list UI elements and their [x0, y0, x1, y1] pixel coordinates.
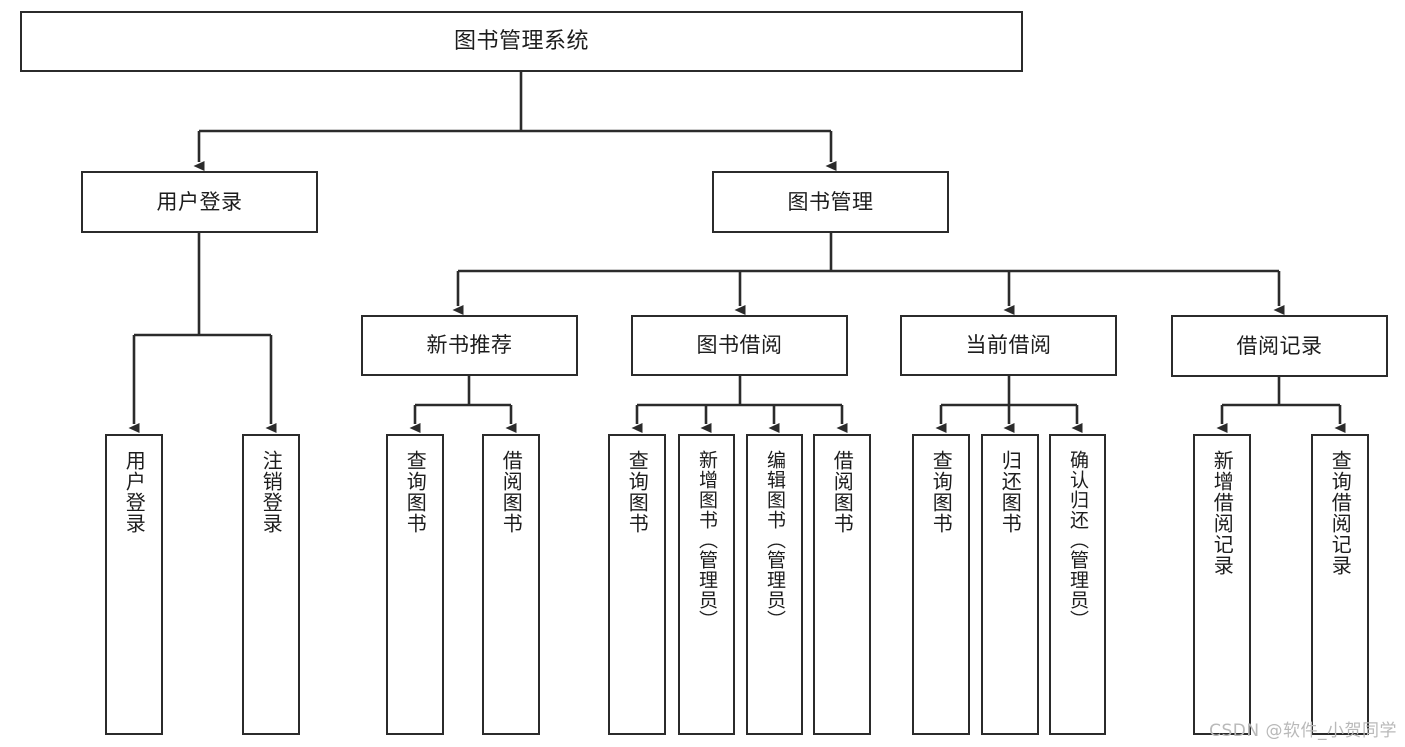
csdn-watermark: CSDN @软件_小贺同学 [1209, 721, 1397, 741]
node-label: 借阅图书 [830, 450, 855, 534]
node-label: 借阅记录 [1236, 333, 1323, 358]
node-borrow-record[interactable]: 借阅记录 [1171, 315, 1388, 377]
node-label: 注销登录 [259, 450, 284, 534]
node-label: 归还图书 [998, 450, 1023, 534]
node-label: 借阅图书 [499, 450, 524, 534]
node-label: 图书管理 [787, 189, 874, 214]
leaf-book-borrow-edit[interactable]: 编辑图书（管理员） [746, 434, 803, 735]
leaf-borrow-record-add[interactable]: 新增借阅记录 [1193, 434, 1251, 735]
node-label: 编辑图书（管理员） [764, 450, 787, 630]
node-label: 确认归还（管理员） [1067, 450, 1090, 630]
node-label: 查询借阅记录 [1328, 450, 1353, 576]
leaf-current-borrow-confirm-return[interactable]: 确认归还（管理员） [1049, 434, 1106, 735]
leaf-book-borrow-borrow[interactable]: 借阅图书 [813, 434, 871, 735]
node-label: 新增借阅记录 [1210, 450, 1235, 576]
leaf-book-borrow-add[interactable]: 新增图书（管理员） [678, 434, 735, 735]
leaf-new-book-borrow[interactable]: 借阅图书 [482, 434, 540, 735]
leaf-current-borrow-query[interactable]: 查询图书 [912, 434, 970, 735]
leaf-user-login-logout[interactable]: 注销登录 [242, 434, 300, 735]
node-book-borrow[interactable]: 图书借阅 [631, 315, 848, 376]
leaf-new-book-query[interactable]: 查询图书 [386, 434, 444, 735]
node-new-book-recommend[interactable]: 新书推荐 [361, 315, 578, 376]
node-label: 用户登录 [156, 189, 243, 214]
leaf-current-borrow-return[interactable]: 归还图书 [981, 434, 1039, 735]
node-label: 新书推荐 [426, 333, 513, 358]
leaf-user-login-login[interactable]: 用户登录 [105, 434, 163, 735]
node-label: 图书管理系统 [453, 28, 589, 54]
node-label: 用户登录 [122, 450, 147, 534]
node-book-management[interactable]: 图书管理 [712, 171, 949, 233]
node-label: 图书借阅 [696, 333, 783, 358]
node-current-borrow[interactable]: 当前借阅 [900, 315, 1117, 376]
node-label: 当前借阅 [965, 333, 1052, 358]
leaf-book-borrow-query[interactable]: 查询图书 [608, 434, 666, 735]
node-root-system[interactable]: 图书管理系统 [20, 11, 1023, 72]
node-label: 查询图书 [625, 450, 650, 534]
node-user-login[interactable]: 用户登录 [81, 171, 318, 233]
node-label: 查询图书 [929, 450, 954, 534]
node-label: 新增图书（管理员） [696, 450, 719, 630]
node-label: 查询图书 [403, 450, 428, 534]
leaf-borrow-record-query[interactable]: 查询借阅记录 [1311, 434, 1369, 735]
